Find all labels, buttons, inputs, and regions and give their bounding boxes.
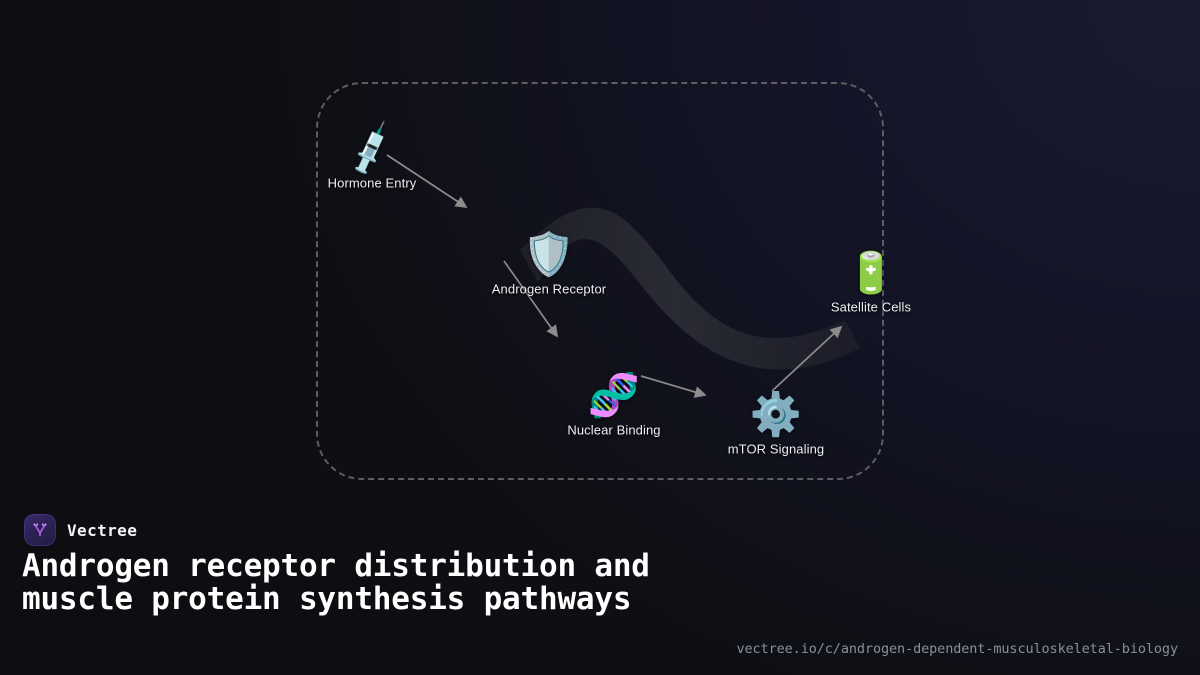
node-label-hormone-entry: Hormone Entry bbox=[327, 175, 417, 191]
cell-boundary bbox=[316, 82, 884, 480]
brand-name: Vectree bbox=[67, 520, 138, 540]
node-hormone-entry[interactable]: 💉 Hormone Entry bbox=[327, 120, 417, 191]
node-label-mtor-signaling: mTOR Signaling bbox=[727, 441, 825, 457]
diagram-canvas[interactable]: 💉 Hormone Entry 🛡️ Androgen Receptor 🧬 N… bbox=[0, 0, 1200, 500]
brand[interactable]: Vectree bbox=[24, 514, 137, 546]
node-nuclear-binding[interactable]: 🧬 Nuclear Binding bbox=[567, 371, 661, 438]
source-url: vectree.io/c/androgen-dependent-musculos… bbox=[736, 641, 1178, 657]
shield-icon: 🛡️ bbox=[522, 230, 576, 278]
node-satellite-cells[interactable]: 🔋 Satellite Cells bbox=[831, 254, 911, 315]
footer: Vectree Androgen receptor distribution a… bbox=[0, 500, 1200, 675]
node-mtor-signaling[interactable]: ⚙️ mTOR Signaling bbox=[727, 390, 825, 457]
battery-icon: 🔋 bbox=[846, 251, 896, 296]
dna-icon: 🧬 bbox=[587, 371, 641, 419]
node-label-satellite-cells: Satellite Cells bbox=[830, 299, 912, 315]
syringe-icon: 💉 bbox=[341, 120, 403, 179]
node-label-androgen-receptor: Androgen Receptor bbox=[491, 281, 607, 297]
gear-icon: ⚙️ bbox=[749, 390, 803, 438]
node-label-nuclear-binding: Nuclear Binding bbox=[567, 422, 661, 438]
vectree-tree-icon bbox=[33, 523, 47, 537]
node-androgen-receptor[interactable]: 🛡️ Androgen Receptor bbox=[491, 230, 607, 297]
page-title: Androgen receptor distribution and muscl… bbox=[22, 548, 650, 617]
vectree-logo bbox=[24, 514, 56, 546]
